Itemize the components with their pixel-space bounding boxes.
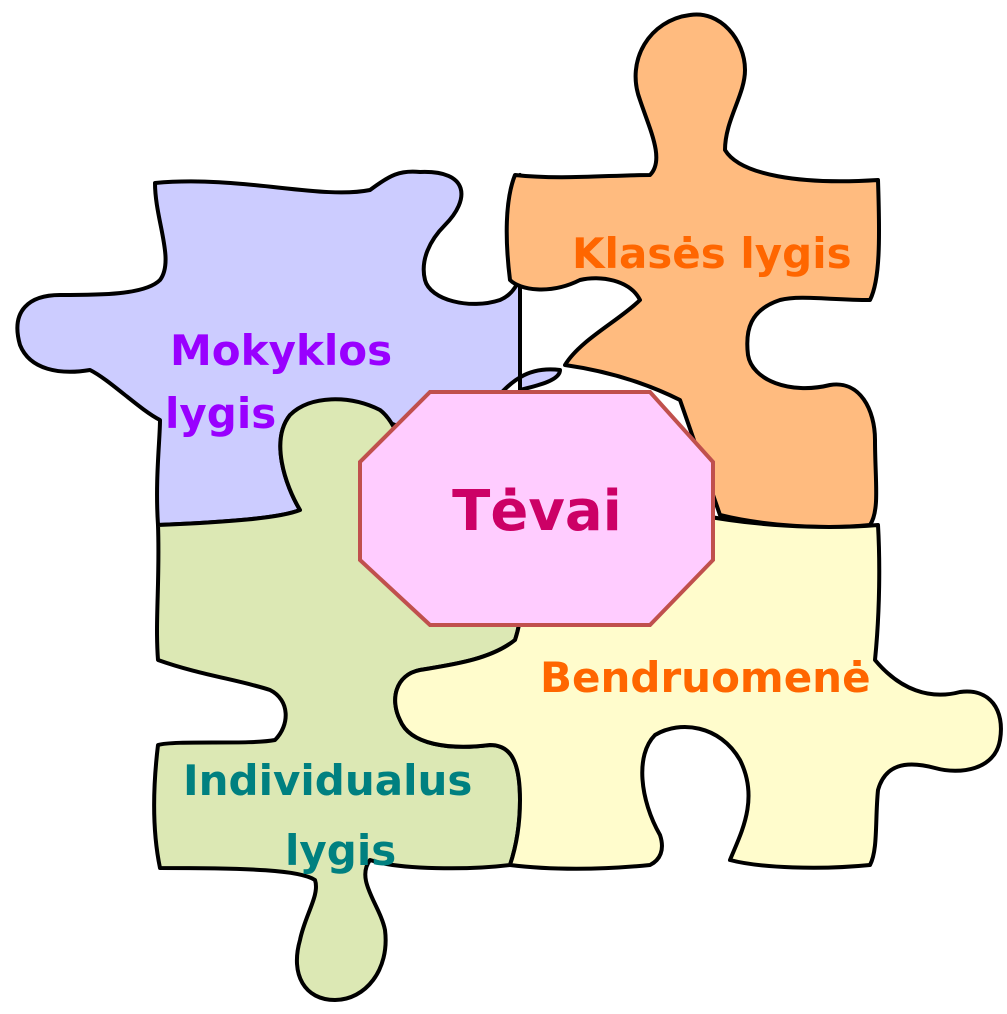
class-level-label: Klasės lygis: [572, 229, 852, 278]
puzzle-piece-class-level: [504, 12, 882, 529]
school-level-label-line2: lygis: [165, 389, 276, 438]
community-label: Bendruomenė: [540, 653, 871, 702]
center-label: Tėvai: [452, 479, 622, 544]
center-octagon: [358, 390, 715, 627]
individual-level-label-line2: lygis: [285, 826, 396, 875]
individual-level-label-line1: Individualus: [183, 756, 472, 805]
school-level-label-line1: Mokyklos: [170, 326, 392, 375]
